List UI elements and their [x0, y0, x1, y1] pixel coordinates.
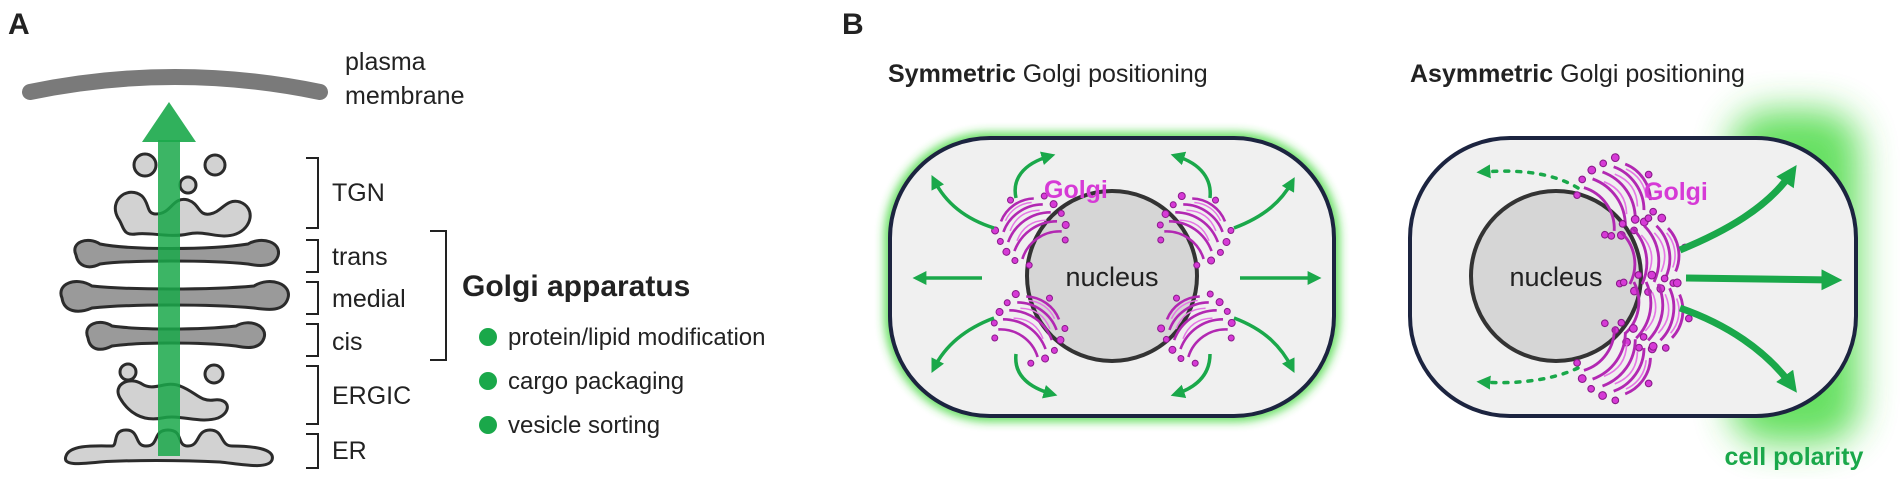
vesicle — [132, 152, 158, 178]
golgi-label: Golgi — [1644, 178, 1708, 206]
secretory-transport-arrow — [142, 102, 196, 456]
compartment-brackets — [306, 157, 447, 469]
golgi-apparatus-title: Golgi apparatus — [462, 270, 690, 303]
asymmetric-cell: nucleus Golgi cell polarity — [1408, 110, 1864, 471]
panel-a-letter: A — [8, 8, 30, 41]
vesicle — [178, 175, 198, 195]
vesicle — [203, 363, 225, 385]
plasma-membrane — [22, 69, 328, 100]
function-item: vesicle sorting — [508, 412, 660, 439]
bullet-dot — [479, 416, 497, 434]
label-ergic: ERGIC — [332, 382, 411, 410]
asymmetric-title: Asymmetric Golgi positioning — [1410, 60, 1745, 88]
tgn-network — [114, 190, 252, 238]
nucleus — [1025, 189, 1199, 363]
label-er: ER — [332, 437, 367, 465]
nucleus-label: nucleus — [1065, 262, 1158, 292]
bullet-dot — [479, 372, 497, 390]
label-medial: medial — [332, 285, 406, 313]
trafficking-arrows — [912, 151, 1322, 399]
label-trans: trans — [332, 243, 388, 271]
function-item: protein/lipid modification — [508, 324, 765, 351]
vesicle — [118, 362, 138, 382]
golgi-label: Golgi — [1044, 176, 1108, 204]
function-item: cargo packaging — [508, 368, 684, 395]
symmetric-title-bold: Symmetric — [888, 60, 1016, 88]
plasma-label-line2: membrane — [345, 82, 465, 110]
cell-polarity-label: cell polarity — [1725, 443, 1864, 471]
label-tgn: TGN — [332, 179, 385, 207]
symmetric-title-rest: Golgi positioning — [1016, 60, 1208, 88]
label-cis: cis — [332, 328, 363, 356]
plasma-label-line1: plasma — [345, 48, 426, 76]
asymmetric-title-bold: Asymmetric — [1410, 60, 1553, 88]
trafficking-arrows — [1476, 164, 1843, 393]
asymmetric-title-rest: Golgi positioning — [1553, 60, 1745, 88]
nucleus-label: nucleus — [1509, 262, 1602, 292]
symmetric-cell: nucleus Golgi — [885, 133, 1339, 421]
symmetric-title: Symmetric Golgi positioning — [888, 60, 1208, 88]
panel-b-letter: B — [842, 8, 864, 41]
vesicle — [203, 153, 227, 177]
bullet-dot — [479, 328, 497, 346]
